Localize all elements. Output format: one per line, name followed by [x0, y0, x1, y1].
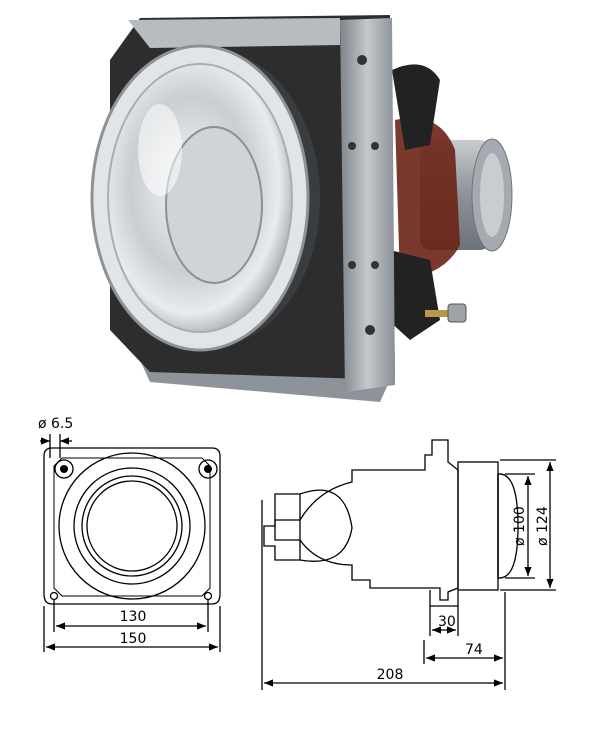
inner-reflector	[165, 126, 263, 284]
side-body-outline	[274, 439, 459, 601]
lens-diameter-label: ø 100	[512, 506, 528, 546]
inner-width-label: 130	[120, 609, 147, 625]
side-flange-tab	[429, 590, 459, 607]
bracket-holes	[348, 55, 379, 335]
side-connector	[263, 493, 301, 561]
side-front-housing	[457, 461, 499, 591]
front-lens-ring-mid	[81, 475, 183, 577]
front-view-drawing	[40, 434, 221, 652]
top-flange	[128, 18, 340, 48]
front-lens-ring-outer	[73, 467, 191, 585]
housing-diameter-label: ø 124	[535, 506, 551, 546]
mount-hole-top-right	[198, 459, 218, 479]
outer-width-label: 150	[120, 631, 147, 647]
front-depth-label: 74	[465, 642, 483, 658]
total-depth-label: 208	[377, 667, 404, 683]
side-lens	[497, 473, 519, 579]
upper-clip	[392, 64, 440, 150]
headlamp-photo	[90, 15, 513, 402]
hole-diameter-label: ø 6.5	[38, 416, 73, 432]
connector-ring	[395, 118, 460, 280]
front-lens-ring-inner	[86, 480, 178, 572]
flange-offset-label: 30	[438, 614, 456, 630]
front-housing-ring	[58, 452, 206, 600]
adjusting-screw	[425, 303, 467, 323]
mount-hole-top-left	[54, 459, 74, 479]
lower-clip	[388, 250, 440, 340]
side-view-drawing	[261, 439, 556, 690]
mount-hole-bottom-left	[49, 591, 59, 601]
side-reflector	[299, 489, 353, 562]
lens-highlight	[138, 104, 182, 196]
metal-bracket	[340, 18, 395, 392]
front-outer-plate	[43, 447, 221, 605]
mount-hole-bottom-right	[203, 591, 213, 601]
